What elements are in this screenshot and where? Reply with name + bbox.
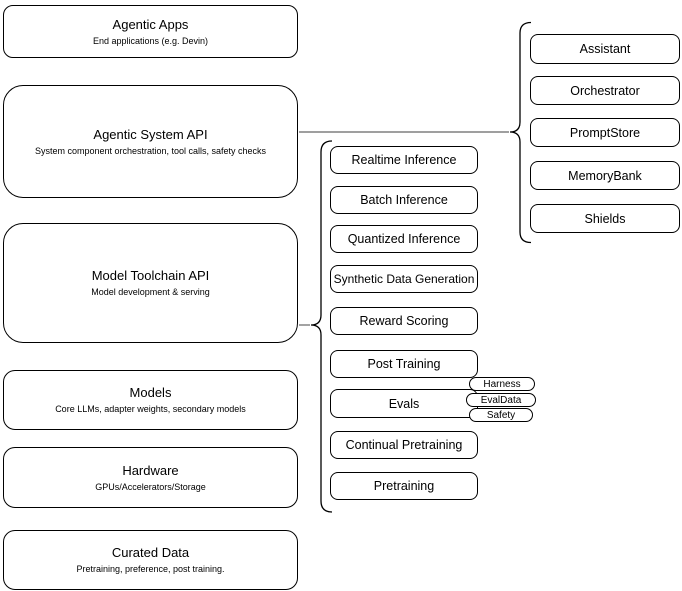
pill-evaldata: EvalData — [466, 393, 536, 407]
node-orchestrator: Orchestrator — [530, 76, 680, 105]
node-hardware: Hardware GPUs/Accelerators/Storage — [3, 447, 298, 508]
node-agentic-system-api: Agentic System API System component orch… — [3, 85, 298, 198]
pill-harness: Harness — [469, 377, 535, 391]
node-pretraining: Pretraining — [330, 472, 478, 500]
node-evals: Evals — [330, 389, 478, 418]
node-realtime-inference: Realtime Inference — [330, 146, 478, 174]
node-subtitle: System component orchestration, tool cal… — [34, 145, 267, 156]
node-continual-pretraining: Continual Pretraining — [330, 431, 478, 459]
node-memorybank: MemoryBank — [530, 161, 680, 190]
node-quantized-inference: Quantized Inference — [330, 225, 478, 253]
system-components-bracket — [509, 21, 532, 244]
node-subtitle: End applications (e.g. Devin) — [92, 35, 209, 46]
node-synthetic-data-generation: Synthetic Data Generation — [330, 265, 478, 293]
node-models: Models Core LLMs, adapter weights, secon… — [3, 370, 298, 430]
pill-safety: Safety — [469, 408, 533, 422]
node-subtitle: Pretraining, preference, post training. — [76, 564, 225, 574]
node-agentic-apps: Agentic Apps End applications (e.g. Devi… — [3, 5, 298, 58]
node-subtitle: Core LLMs, adapter weights, secondary mo… — [55, 404, 246, 414]
node-assistant: Assistant — [530, 34, 680, 64]
node-batch-inference: Batch Inference — [330, 186, 478, 214]
node-promptstore: PromptStore — [530, 118, 680, 147]
node-title: Curated Data — [111, 545, 190, 560]
node-title: Hardware — [122, 462, 179, 478]
node-title: Agentic Apps — [112, 16, 189, 32]
node-reward-scoring: Reward Scoring — [330, 307, 478, 335]
node-title: Agentic System API — [93, 126, 208, 142]
toolchain-components-bracket — [310, 140, 333, 513]
node-subtitle: Model development & serving — [91, 287, 210, 297]
node-title: Models — [129, 385, 172, 400]
node-curated-data: Curated Data Pretraining, preference, po… — [3, 530, 298, 590]
node-title: Model Toolchain API — [91, 268, 210, 283]
node-model-toolchain-api: Model Toolchain API Model development & … — [3, 223, 298, 343]
node-post-training: Post Training — [330, 350, 478, 378]
node-subtitle: GPUs/Accelerators/Storage — [95, 481, 206, 492]
node-shields: Shields — [530, 204, 680, 233]
